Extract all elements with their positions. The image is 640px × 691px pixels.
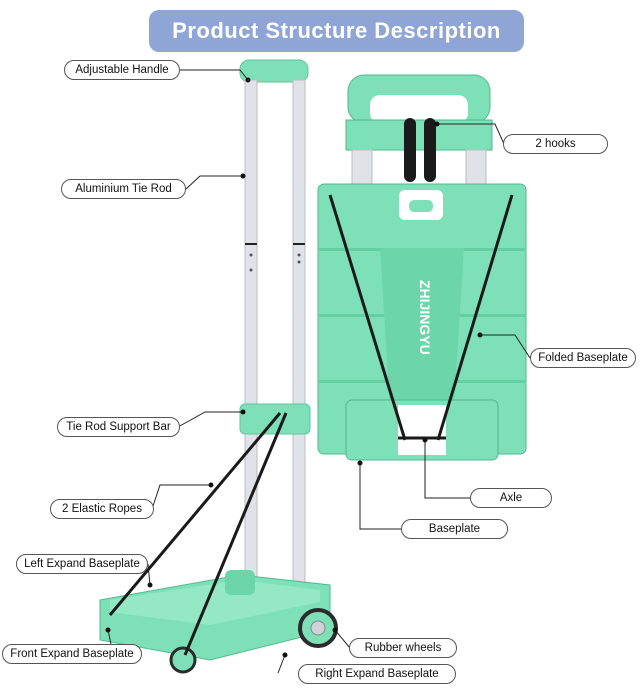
label-baseplate: Baseplate [401, 519, 508, 539]
label-aluminium-tie-rod: Aluminium Tie Rod [61, 179, 186, 199]
label-adjustable-handle: Adjustable Handle [64, 60, 180, 80]
handle-grip [239, 59, 309, 83]
label-elastic-ropes: 2 Elastic Ropes [50, 499, 154, 519]
label-left-expand-baseplate: Left Expand Baseplate [16, 554, 148, 574]
leader-lines [107, 69, 531, 674]
tie-rod-right [292, 79, 306, 601]
leader-dots [105, 77, 483, 658]
label-right-expand-baseplate: Right Expand Baseplate [298, 664, 456, 684]
folded-trolley: ZHIJINGYU [317, 74, 527, 461]
unfolded-trolley [99, 59, 338, 674]
label-axle: Axle [470, 488, 552, 508]
label-tie-rod-support-bar: Tie Rod Support Bar [57, 417, 180, 437]
front-wheel [169, 646, 197, 674]
brand-text: ZHIJINGYU [417, 280, 433, 355]
page-title: Product Structure Description [149, 10, 524, 52]
hook-left [404, 118, 416, 182]
label-hooks: 2 hooks [503, 134, 608, 154]
hook-right [424, 118, 436, 182]
label-front-expand-baseplate: Front Expand Baseplate [2, 644, 142, 664]
label-folded-baseplate: Folded Baseplate [530, 348, 636, 368]
label-rubber-wheels: Rubber wheels [349, 638, 457, 658]
tie-rod-left [244, 79, 258, 621]
